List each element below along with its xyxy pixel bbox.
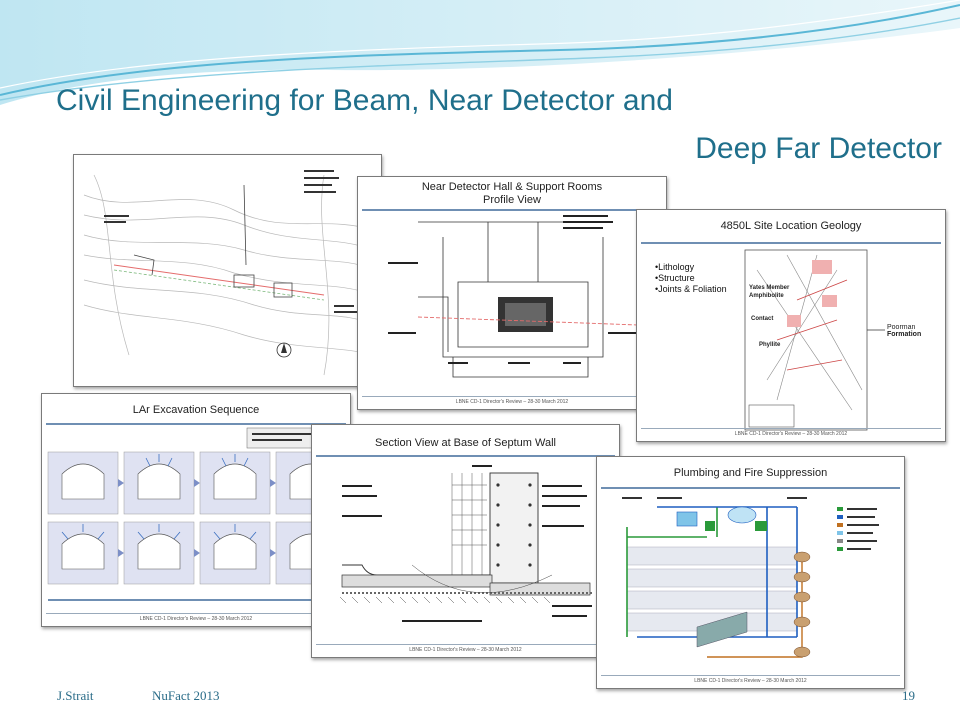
geology-title-bar xyxy=(641,242,941,244)
geology-label-phyllite: Phyllite xyxy=(759,342,781,348)
site-plan-drawing xyxy=(73,154,382,387)
plumbing-diagram xyxy=(622,497,879,658)
septum-wall-footer: LBNE CD-1 Director's Review – 28-30 Marc… xyxy=(409,647,522,653)
geology-map xyxy=(744,249,885,431)
near-detector-footer-bar xyxy=(362,396,662,397)
near-detector-slide: Near Detector Hall & Support Rooms Profi… xyxy=(357,176,667,410)
septum-wall-slide: Section View at Base of Septum Wall xyxy=(311,424,620,658)
lar-excavation-footer-bar xyxy=(46,613,346,614)
slide-title-line2: Deep Far Detector xyxy=(695,132,942,165)
near-detector-drawing xyxy=(388,215,639,378)
lar-excavation-title-bar xyxy=(46,423,346,425)
geology-footer: LBNE CD-1 Director's Review – 28-30 Marc… xyxy=(734,431,848,437)
geology-label-contact: Contact xyxy=(751,316,774,322)
site-plan-lines xyxy=(83,170,375,376)
lar-excavation-title: LAr Excavation Sequence xyxy=(132,404,260,416)
geology-bullet: •Structure xyxy=(655,273,695,283)
footer-event: NuFact 2013 xyxy=(152,688,220,703)
geology-bullet-list: •Lithology •Structure •Joints & Foliatio… xyxy=(655,262,727,295)
septum-wall-title-bar xyxy=(316,455,615,457)
geology-footer-bar xyxy=(641,428,941,429)
slide-title-line1: Civil Engineering for Beam, Near Detecto… xyxy=(56,84,673,117)
near-detector-title-bar xyxy=(362,209,662,211)
septum-wall-section xyxy=(339,465,592,622)
near-detector-title-line2: Profile View xyxy=(483,194,541,206)
plumbing-title-bar xyxy=(601,487,900,489)
plumbing-footer-bar xyxy=(601,675,900,676)
geology-bullet: •Lithology xyxy=(655,262,695,272)
near-detector-footer: LBNE CD-1 Director's Review – 28-30 Marc… xyxy=(455,399,569,405)
geology-label-poorman-word: Poorman xyxy=(887,324,916,331)
lar-excavation-steps xyxy=(47,427,347,601)
septum-wall-title: Section View at Base of Septum Wall xyxy=(375,437,556,449)
plumbing-title: Plumbing and Fire Suppression xyxy=(673,467,828,479)
plumbing-slide: Plumbing and Fire Suppression xyxy=(596,456,905,689)
lar-excavation-slide: LAr Excavation Sequence xyxy=(41,393,351,627)
plumbing-footer: LBNE CD-1 Director's Review – 28-30 Marc… xyxy=(694,678,807,684)
lar-excavation-footer: LBNE CD-1 Director's Review – 28-30 Marc… xyxy=(139,616,253,622)
geology-slide: 4850L Site Location Geology •Lithology •… xyxy=(636,209,946,442)
geology-bullet: •Joints & Foliation xyxy=(655,284,727,294)
footer-page-number: 19 xyxy=(902,688,915,703)
geology-label-formation: Formation xyxy=(887,331,922,338)
septum-wall-footer-bar xyxy=(316,644,615,645)
header-wave-graphic xyxy=(0,0,960,105)
geology-label-yates: Yates Member xyxy=(749,285,790,291)
geology-title: 4850L Site Location Geology xyxy=(720,220,862,232)
geology-label-amphibolite: Amphibolite xyxy=(749,293,784,299)
footer-author: J.Strait xyxy=(57,688,94,703)
geology-label-poorman: Poorman Formation xyxy=(887,324,945,338)
near-detector-title-line1: Near Detector Hall & Support Rooms xyxy=(421,181,603,193)
